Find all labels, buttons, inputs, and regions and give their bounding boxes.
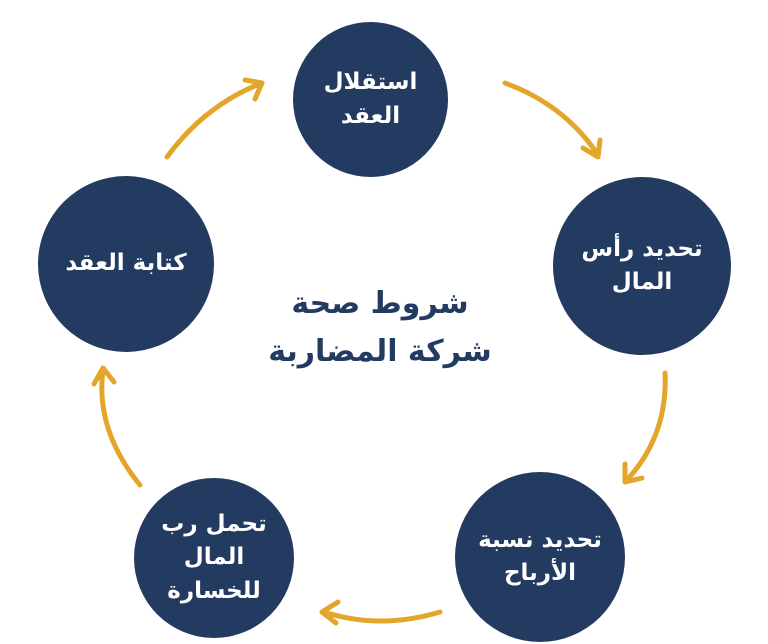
node-text: استقلال bbox=[323, 69, 418, 96]
diagram-title: شروط صحة شركة المضاربة bbox=[230, 280, 530, 376]
title-line-1: شروط صحة bbox=[291, 286, 469, 321]
node-text: الأرباح bbox=[503, 560, 577, 586]
node-text: تحديد رأس bbox=[581, 235, 703, 262]
node-text: كتابة العقد bbox=[65, 250, 187, 277]
node-loss-bearing: تحمل رب المال للخسارة bbox=[134, 478, 294, 638]
arrow-bottom bbox=[319, 599, 443, 626]
node-capital-determination: تحديد رأس المال bbox=[553, 177, 731, 355]
arrow-left-up bbox=[91, 365, 143, 488]
node-text: المال bbox=[183, 544, 245, 571]
arrow-top-right bbox=[502, 80, 603, 160]
arrow-right-down bbox=[622, 370, 668, 485]
node-text: العقد bbox=[340, 102, 401, 129]
node-text: المال bbox=[611, 269, 673, 295]
node-contract-writing: كتابة العقد bbox=[38, 176, 214, 352]
node-profit-ratio: تحديد نسبة الأرباح bbox=[455, 472, 625, 642]
node-text: تحديد نسبة bbox=[478, 526, 602, 553]
node-text: للخسارة bbox=[167, 577, 261, 604]
node-text: تحمل رب bbox=[161, 510, 267, 537]
arrow-top-left bbox=[164, 77, 265, 160]
title-line-2: شركة المضاربة bbox=[268, 334, 492, 369]
node-contract-independence: استقلال العقد bbox=[293, 22, 448, 177]
